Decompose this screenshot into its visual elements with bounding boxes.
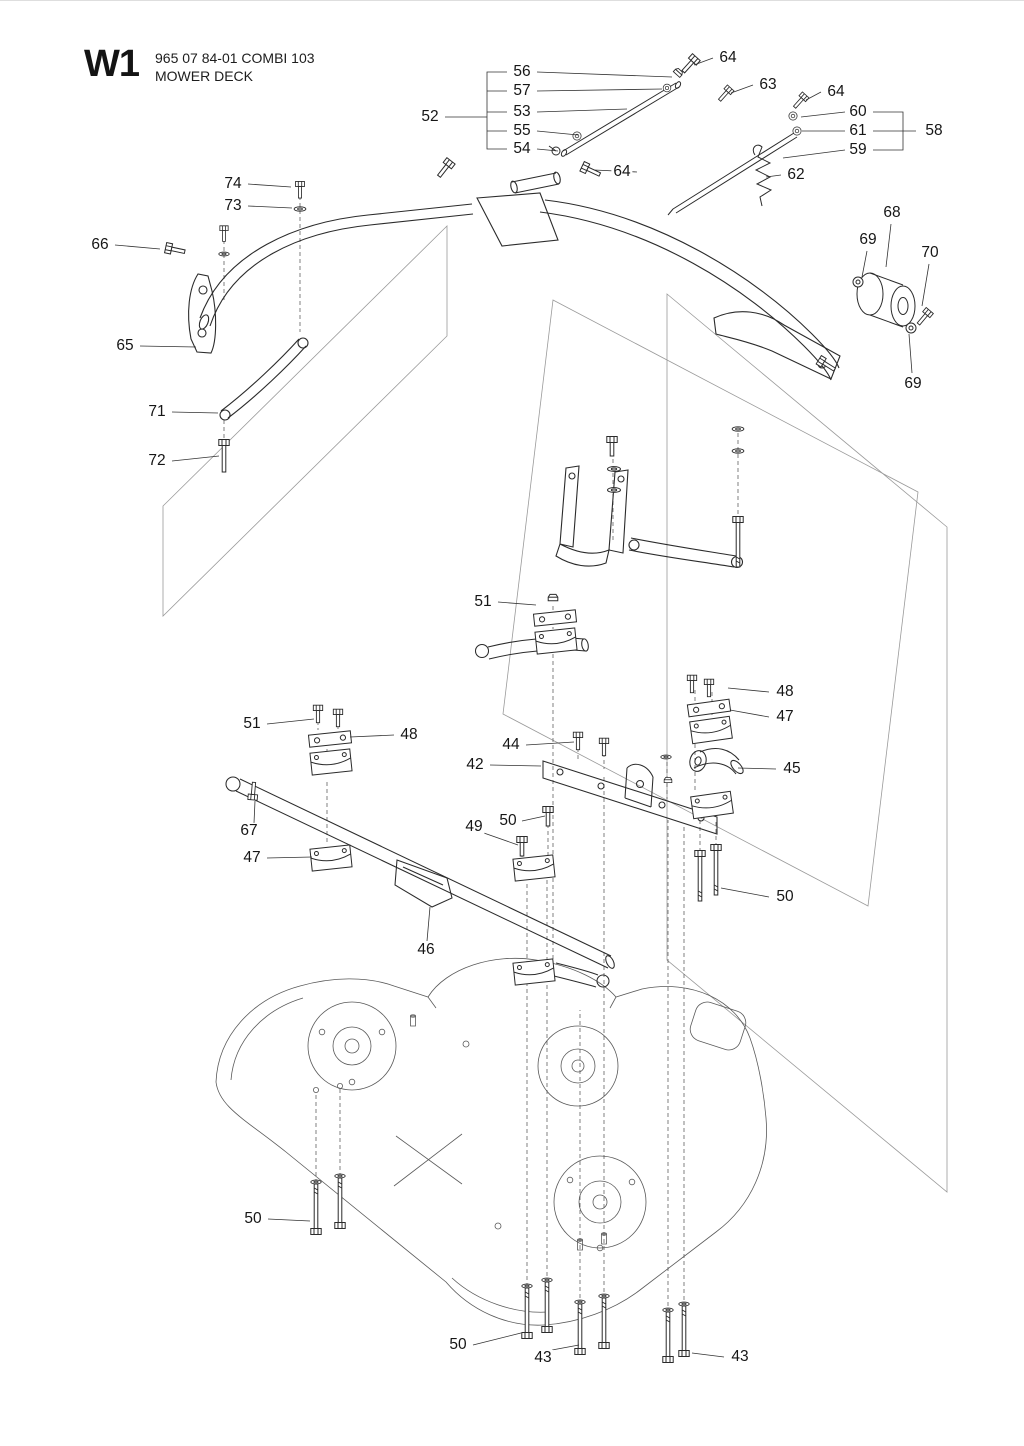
lift-frame bbox=[188, 171, 841, 569]
bolt-51-left-a bbox=[312, 704, 324, 724]
washer-bracket-left bbox=[218, 251, 230, 257]
lower-bar bbox=[235, 778, 612, 969]
bolt-49 bbox=[516, 836, 528, 857]
bolt-bracket-left bbox=[219, 225, 229, 242]
clamp-mid-upper bbox=[512, 854, 556, 882]
stabilizer-bars bbox=[225, 637, 744, 988]
washer-61 bbox=[792, 126, 802, 136]
clamp-right-lower bbox=[690, 790, 734, 820]
nut-56 bbox=[672, 66, 685, 78]
gusset-plate bbox=[476, 192, 559, 247]
nut-51-top bbox=[547, 593, 559, 602]
clamps-plates bbox=[307, 609, 734, 986]
clamp-mid-lower bbox=[512, 958, 556, 986]
bolt-50-bottom-a bbox=[521, 1287, 533, 1339]
bolt-64-right bbox=[790, 91, 810, 111]
bolt-50-deck-b bbox=[334, 1177, 346, 1229]
dashed-guides bbox=[223, 196, 739, 1348]
washer-55 bbox=[572, 131, 582, 141]
fitting-54 bbox=[548, 145, 561, 156]
bolt-50-deck-a bbox=[310, 1183, 322, 1235]
rod-53 bbox=[562, 82, 680, 156]
washer-69-left bbox=[852, 276, 864, 288]
plate-51-top bbox=[532, 609, 578, 627]
bracket-plate-42 bbox=[542, 760, 718, 835]
clamp-link bbox=[553, 962, 599, 988]
link-arm-71 bbox=[220, 338, 307, 419]
bolt-51-left-b bbox=[332, 708, 344, 728]
frame-tube-left bbox=[199, 203, 473, 319]
ball-joint-upper bbox=[474, 643, 490, 659]
ball-joint-lower bbox=[225, 776, 241, 792]
plate-47-right bbox=[686, 698, 732, 718]
height-adjuster-assembly bbox=[548, 81, 798, 216]
drawing-name: MOWER DECK bbox=[155, 68, 253, 85]
bolt-gusset bbox=[434, 157, 456, 180]
elbow-45 bbox=[689, 748, 744, 775]
clamp-left-upper bbox=[309, 748, 353, 776]
clamp-47-left bbox=[309, 844, 353, 872]
bolt-43-c bbox=[662, 1311, 674, 1363]
skid-46 bbox=[394, 859, 453, 908]
bolt-67 bbox=[247, 781, 260, 801]
center-arm bbox=[628, 537, 737, 568]
screw-74 bbox=[295, 181, 305, 199]
frame-tube-right bbox=[544, 199, 840, 369]
frame-bracket-right bbox=[713, 311, 841, 380]
leader-lines bbox=[114, 57, 930, 1358]
plate-48-left bbox=[307, 730, 353, 748]
sheet-left bbox=[162, 225, 448, 617]
clamp-51-top bbox=[534, 627, 578, 655]
bolt-50-right-b bbox=[710, 844, 722, 896]
bolt-70 bbox=[914, 307, 934, 328]
drawing-code: W1 bbox=[84, 43, 140, 85]
deck-shell bbox=[215, 957, 767, 1326]
part-number: 965 07 84-01 COMBI 103 bbox=[155, 50, 315, 66]
bracket-65 bbox=[188, 273, 217, 354]
sheet-middle bbox=[502, 299, 919, 907]
background-sheets bbox=[162, 225, 948, 1193]
page-top-rule bbox=[0, 0, 1024, 1]
washer-57 bbox=[662, 83, 672, 93]
clamp-right-upper bbox=[689, 715, 733, 745]
title-lines: 965 07 84-01 COMBI 103 MOWER DECK bbox=[155, 46, 315, 85]
rod-59 bbox=[667, 132, 798, 216]
washer-60 bbox=[788, 111, 798, 121]
bolt-43-a bbox=[574, 1303, 586, 1355]
bolt-center bbox=[606, 436, 618, 457]
washer-69-right bbox=[905, 322, 917, 334]
bolt-50-right-a bbox=[694, 850, 706, 902]
bolt-44-b bbox=[598, 737, 610, 757]
bolt-44-a bbox=[572, 731, 584, 751]
roller-assembly bbox=[852, 272, 917, 334]
bolt-43-d bbox=[678, 1305, 690, 1357]
tube-stub bbox=[511, 172, 560, 194]
bolt-63 bbox=[715, 84, 735, 104]
bolt-66 bbox=[164, 242, 187, 258]
title-block: W1 965 07 84-01 COMBI 103 MOWER DECK bbox=[84, 43, 315, 85]
spring-62 bbox=[752, 144, 773, 207]
bolt-43-b bbox=[598, 1297, 610, 1349]
center-bracket bbox=[555, 465, 629, 567]
sheet-right bbox=[666, 293, 948, 1193]
washer-73 bbox=[293, 206, 307, 212]
bolt-72 bbox=[218, 439, 230, 473]
